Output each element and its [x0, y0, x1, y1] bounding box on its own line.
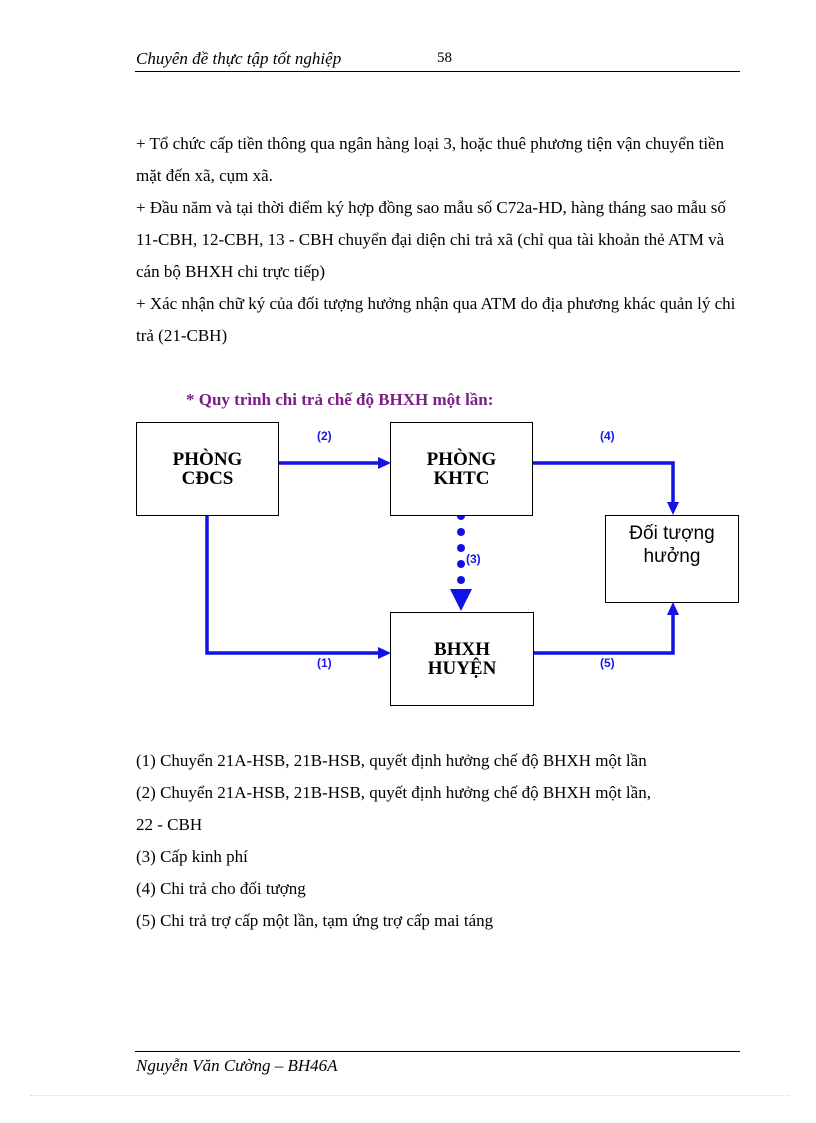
arrow-3-head: [450, 589, 472, 611]
node-doi-tuong-line1: Đối tượng: [629, 523, 715, 544]
arrow-3-dot: [457, 560, 465, 568]
paragraph-2: + Đầu năm và tại thời điểm ký hợp đồng s…: [136, 198, 726, 281]
node-phong-khtc-line2: KHTC: [433, 468, 490, 489]
node-doi-tuong-line2: hưởng: [643, 546, 701, 567]
edge-label-3: (3): [466, 552, 481, 566]
arrow-2-head: [378, 457, 391, 469]
header-title: Chuyên đề thực tập tốt nghiệp: [136, 49, 342, 68]
node-bhxh-huyen-line2: HUYỆN: [427, 658, 497, 679]
edge-label-1: (1): [317, 656, 332, 670]
node-phong-cdcs-line1: PHÒNG: [172, 449, 243, 470]
legend-item-1: (1) Chuyển 21A-HSB, 21B-HSB, quyết định …: [136, 751, 647, 770]
node-phong-khtc-line1: PHÒNG: [426, 449, 497, 470]
arrow-1: [205, 516, 380, 655]
paragraph-3: + Xác nhận chữ ký của đối tượng hưởng nh…: [136, 294, 736, 345]
legend-item-2: (2) Chuyển 21A-HSB, 21B-HSB, quyết định …: [136, 783, 651, 802]
arrow-5-head: [667, 602, 679, 615]
edge-label-5: (5): [600, 656, 615, 670]
node-bhxh-huyen-line1: BHXH: [434, 639, 490, 660]
page-number: 58: [437, 50, 452, 66]
header-rule: [135, 71, 740, 72]
edge-label-4: (4): [600, 429, 615, 443]
edge-label-2: (2): [317, 429, 332, 443]
arrow-3-dot: [457, 544, 465, 552]
legend-item-5: (5) Chi trả trợ cấp một lần, tạm ứng trợ…: [136, 911, 494, 930]
page-bottom-border: [30, 1095, 790, 1096]
arrow-1-head: [378, 647, 391, 659]
footer-rule: [135, 1051, 740, 1052]
arrow-3-dot: [457, 528, 465, 536]
footer-author: Nguyễn Văn Cường – BH46A: [136, 1056, 338, 1075]
legend-item-3: (3) Cấp kinh phí: [136, 847, 248, 866]
legend-item-2-cont: 22 - CBH: [136, 815, 203, 834]
node-phong-cdcs-line2: CĐCS: [181, 468, 234, 489]
arrow-4-head: [667, 502, 679, 515]
arrow-5: [534, 612, 675, 655]
arrow-3-dot: [457, 576, 465, 584]
paragraph-1: + Tổ chức cấp tiền thông qua ngân hàng l…: [136, 134, 725, 185]
legend-item-4: (4) Chi trả cho đối tượng: [136, 879, 306, 898]
arrow-4: [533, 461, 675, 507]
diagram-title: * Quy trình chi trả chế độ BHXH một lần:: [186, 390, 494, 409]
